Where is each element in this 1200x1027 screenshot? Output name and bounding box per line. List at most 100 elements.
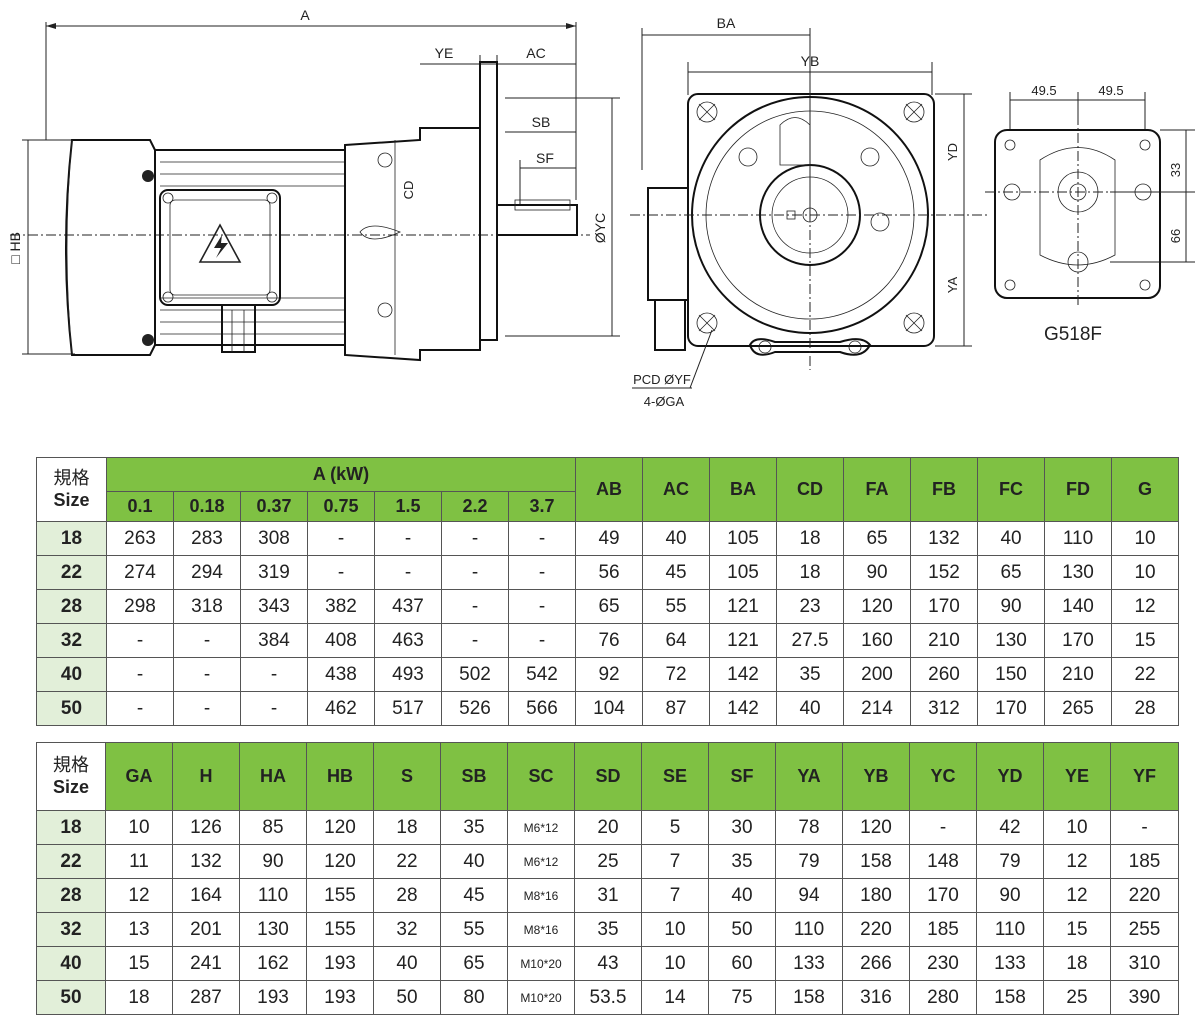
value-cell: M10*20	[507, 946, 575, 981]
value-cell: 283	[173, 521, 241, 556]
value-cell: -	[173, 623, 241, 658]
value-cell: 35	[574, 912, 642, 947]
value-cell: 80	[440, 980, 508, 1015]
dim-cd-label: CD	[401, 181, 416, 200]
value-cell: 104	[575, 691, 644, 726]
col-header: YE	[1043, 742, 1111, 811]
model-label: G518F	[1044, 324, 1102, 345]
value-cell: 40	[642, 521, 711, 556]
value-cell: 158	[976, 980, 1044, 1015]
value-cell: 193	[306, 980, 374, 1015]
value-cell: 260	[910, 657, 979, 692]
value-cell: -	[1110, 810, 1179, 845]
value-cell: 210	[1044, 657, 1113, 692]
value-cell: 65	[575, 589, 644, 624]
value-cell: 158	[775, 980, 843, 1015]
value-cell: M8*16	[507, 878, 575, 913]
size-cell: 50	[36, 691, 107, 726]
value-cell: 263	[106, 521, 174, 556]
value-cell: 23	[776, 589, 845, 624]
value-cell: -	[507, 589, 577, 624]
value-cell: 408	[307, 623, 375, 658]
value-cell: 200	[843, 657, 912, 692]
value-cell: 201	[172, 912, 240, 947]
value-cell: -	[173, 657, 241, 692]
value-cell: -	[441, 555, 509, 590]
col-header: SB	[440, 742, 508, 811]
value-cell: 40	[440, 844, 508, 879]
holes-label: 4-ØGA	[644, 394, 685, 409]
value-cell: 18	[1043, 946, 1111, 981]
col-header: YD	[976, 742, 1044, 811]
value-cell: 438	[307, 657, 375, 692]
value-cell: 140	[1044, 589, 1113, 624]
dim-yd-label: YD	[945, 143, 960, 161]
value-cell: 28	[1111, 691, 1180, 726]
value-cell: 53.5	[574, 980, 642, 1015]
value-cell: 90	[976, 878, 1044, 913]
dim-49-5-left: 49.5	[1031, 83, 1056, 98]
value-cell: 274	[106, 555, 174, 590]
value-cell: 90	[843, 555, 912, 590]
value-cell: 294	[173, 555, 241, 590]
value-cell: 12	[105, 878, 173, 913]
value-cell: 266	[842, 946, 910, 981]
value-cell: 40	[708, 878, 776, 913]
value-cell: 105	[709, 521, 778, 556]
value-cell: 120	[306, 844, 374, 879]
motor-fins	[160, 161, 345, 335]
size-header-en: Size	[52, 776, 90, 797]
a-sub-header: 0.37	[240, 491, 308, 522]
value-cell: 27.5	[776, 623, 845, 658]
value-cell: 25	[574, 844, 642, 879]
mounting-holes	[696, 101, 925, 334]
value-cell: 316	[842, 980, 910, 1015]
col-header: G	[1111, 457, 1180, 522]
col-header: HB	[306, 742, 374, 811]
value-cell: 105	[709, 555, 778, 590]
col-header: SE	[641, 742, 709, 811]
value-cell: 126	[172, 810, 240, 845]
value-cell: 241	[172, 946, 240, 981]
value-cell: 15	[1043, 912, 1111, 947]
size-cell: 28	[36, 878, 106, 913]
col-header: S	[373, 742, 441, 811]
value-cell: 72	[642, 657, 711, 692]
value-cell: 160	[843, 623, 912, 658]
value-cell: M6*12	[507, 844, 575, 879]
value-cell: 18	[776, 555, 845, 590]
size-header: 規格 Size	[36, 742, 106, 811]
value-cell: 10	[1111, 521, 1180, 556]
value-cell: 287	[172, 980, 240, 1015]
spec-table-2: 規格 Size GA H HA HB S SB SC SD SE SF YA Y…	[36, 742, 1179, 1015]
dim-ya-label: YA	[945, 276, 960, 293]
value-cell: 32	[373, 912, 441, 947]
value-cell: -	[441, 589, 509, 624]
value-cell: 65	[977, 555, 1046, 590]
value-cell: -	[240, 691, 308, 726]
col-header: SC	[507, 742, 575, 811]
size-cell: 22	[36, 555, 107, 590]
value-cell: 79	[775, 844, 843, 879]
value-cell: 130	[239, 912, 307, 947]
col-header: YC	[909, 742, 977, 811]
value-cell: 132	[910, 521, 979, 556]
value-cell: 155	[306, 912, 374, 947]
value-cell: 43	[574, 946, 642, 981]
flange-view-g518f: 49.5 49.5 33 66 G518F	[985, 83, 1195, 345]
value-cell: 30	[708, 810, 776, 845]
value-cell: 35	[776, 657, 845, 692]
value-cell: M6*12	[507, 810, 575, 845]
size-header-cn: 規格	[53, 754, 89, 776]
a-sub-header: 0.1	[106, 491, 174, 522]
col-header: SD	[574, 742, 642, 811]
value-cell: 18	[105, 980, 173, 1015]
value-cell: 493	[374, 657, 442, 692]
value-cell: 110	[976, 912, 1044, 947]
value-cell: 60	[708, 946, 776, 981]
